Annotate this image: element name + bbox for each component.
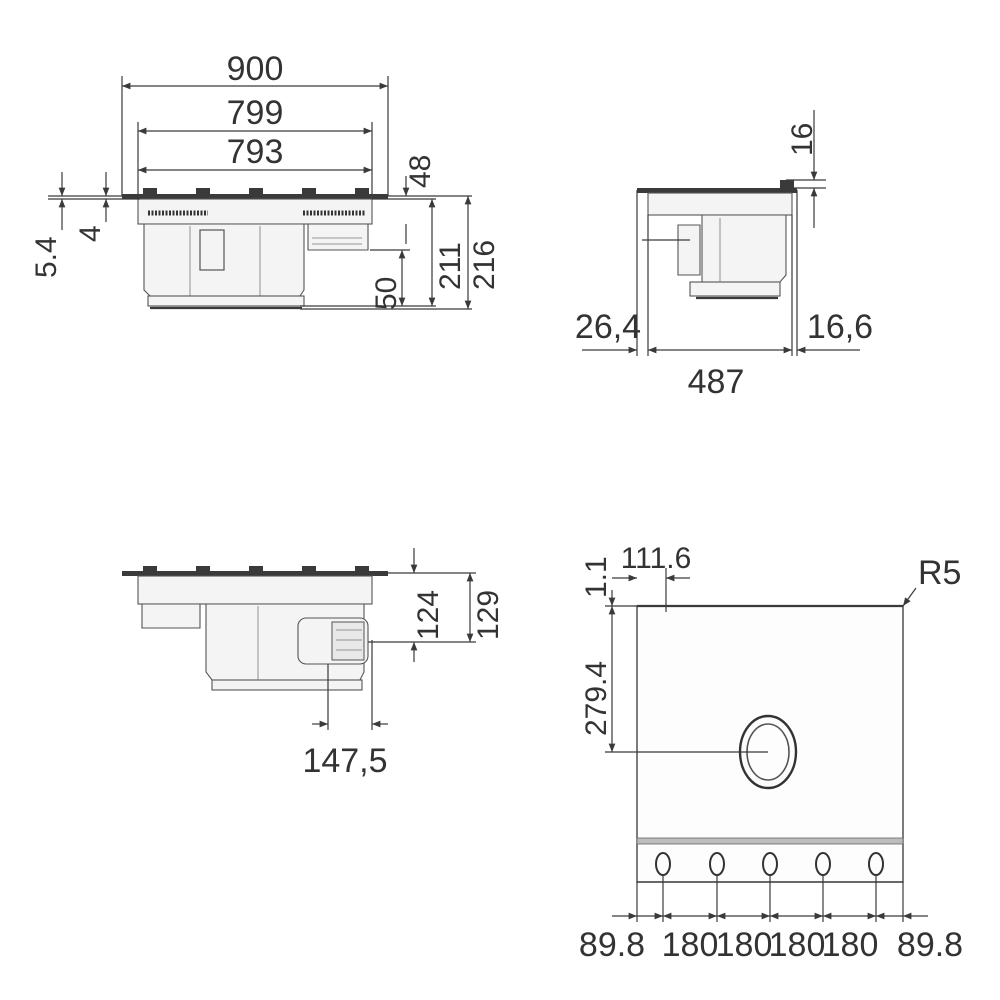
dim-label-147-5: 147,5 — [302, 742, 387, 780]
side-view: 16 26,4 16,6 487 — [575, 110, 873, 401]
rear-view: 124 129 147,5 — [122, 548, 505, 780]
dim-label-48: 48 — [404, 155, 437, 188]
knob-icon — [815, 852, 831, 876]
dim-label-180-2: 180 — [716, 926, 773, 964]
dim-label-50: 50 — [370, 277, 403, 310]
hob-outline — [636, 605, 904, 883]
dim-label-111-6: 111.6 — [621, 542, 692, 575]
dim-label-180-4: 180 — [822, 926, 879, 964]
dim-label-16: 16 — [786, 123, 819, 156]
dim-label-4: 4 — [74, 225, 107, 242]
dim-label-793: 793 — [227, 133, 284, 171]
front-view: 900 799 793 — [30, 50, 501, 310]
dim-label-26-4: 26,4 — [575, 308, 641, 346]
knob-icon — [655, 852, 671, 876]
dim-label-r5: R5 — [918, 554, 961, 592]
dim-label-16-6: 16,6 — [807, 308, 873, 346]
knob-icon — [762, 852, 778, 876]
dim-label-180-1: 180 — [662, 926, 719, 964]
top-view: R5 111.6 1.1 279.4 89.8 180 180 — [579, 542, 963, 964]
dim-label-5-4: 5.4 — [30, 236, 63, 278]
dim-label-900: 900 — [227, 50, 284, 88]
dim-label-279-4: 279.4 — [580, 661, 613, 736]
knob-icon — [709, 852, 725, 876]
dim-label-89-8-left: 89.8 — [579, 926, 645, 964]
dim-label-487: 487 — [688, 363, 745, 401]
dim-label-124: 124 — [412, 590, 445, 640]
dim-label-89-8-right: 89.8 — [897, 926, 963, 964]
knob-icon — [868, 852, 884, 876]
dim-label-211: 211 — [434, 242, 467, 290]
dim-label-1-1: 1.1 — [580, 556, 613, 598]
dim-label-799: 799 — [227, 94, 284, 132]
dim-label-129: 129 — [472, 590, 505, 640]
dim-label-216: 216 — [468, 240, 501, 290]
dim-label-180-3: 180 — [769, 926, 826, 964]
